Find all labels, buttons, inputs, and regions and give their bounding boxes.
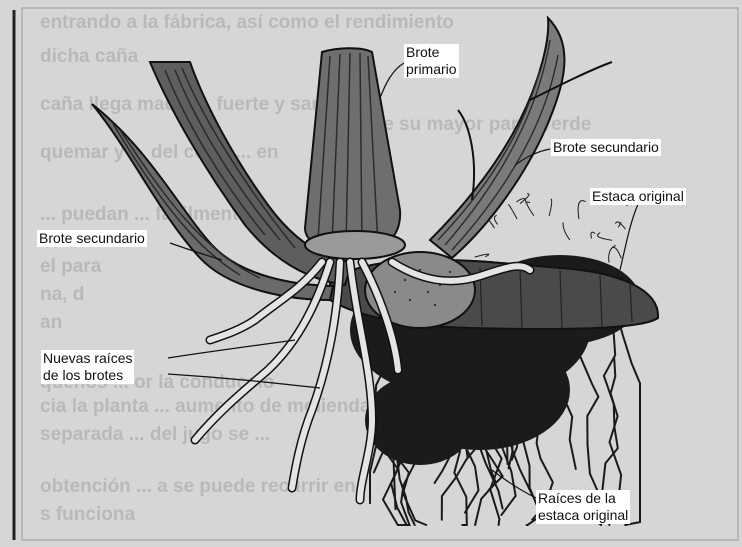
background-text-line: que su mayor parte verde [360, 114, 591, 135]
background-text-line: an [40, 312, 62, 333]
label-original-cutting: Estaca original [590, 188, 686, 205]
background-text-line: separada ... del jugo se ... [40, 424, 270, 445]
label-secondary-shoot-left: Brote secundario [37, 230, 147, 247]
background-text-line: quemar y ... del corte ... en [40, 142, 279, 163]
background-text-line: dicha caña [40, 46, 139, 67]
label-new-shoot-roots: Nuevas raíces de los brotes [41, 350, 134, 384]
background-text-line: obtención ... a se puede recurrir en [40, 476, 356, 497]
background-text-line: na, d [40, 284, 84, 305]
background-text-line: el para [40, 256, 102, 277]
background-text-line: entrando a la fábrica, así como el rendi… [40, 12, 454, 33]
background-text-line: cia la planta ... aumento de molienda [40, 396, 371, 417]
label-new-shoot-roots-line2: de los brotes [43, 367, 132, 384]
label-original-cutting-roots-line2: estaca original [538, 507, 628, 524]
background-text-line: s funciona [40, 504, 135, 525]
label-secondary-shoot-right: Brote secundario [551, 139, 661, 156]
label-new-shoot-roots-line1: Nuevas raíces [43, 350, 132, 367]
background-text-line: ... puedan ... fácilmente [40, 204, 249, 225]
label-original-cutting-roots: Raíces de la estaca original [536, 490, 630, 524]
label-primary-shoot-line2: primario [406, 61, 457, 78]
label-primary-shoot-line1: Brote [406, 44, 457, 61]
label-primary-shoot: Brote primario [404, 44, 459, 78]
label-original-cutting-roots-line1: Raíces de la [538, 490, 628, 507]
primary-shoot-base [305, 231, 405, 259]
